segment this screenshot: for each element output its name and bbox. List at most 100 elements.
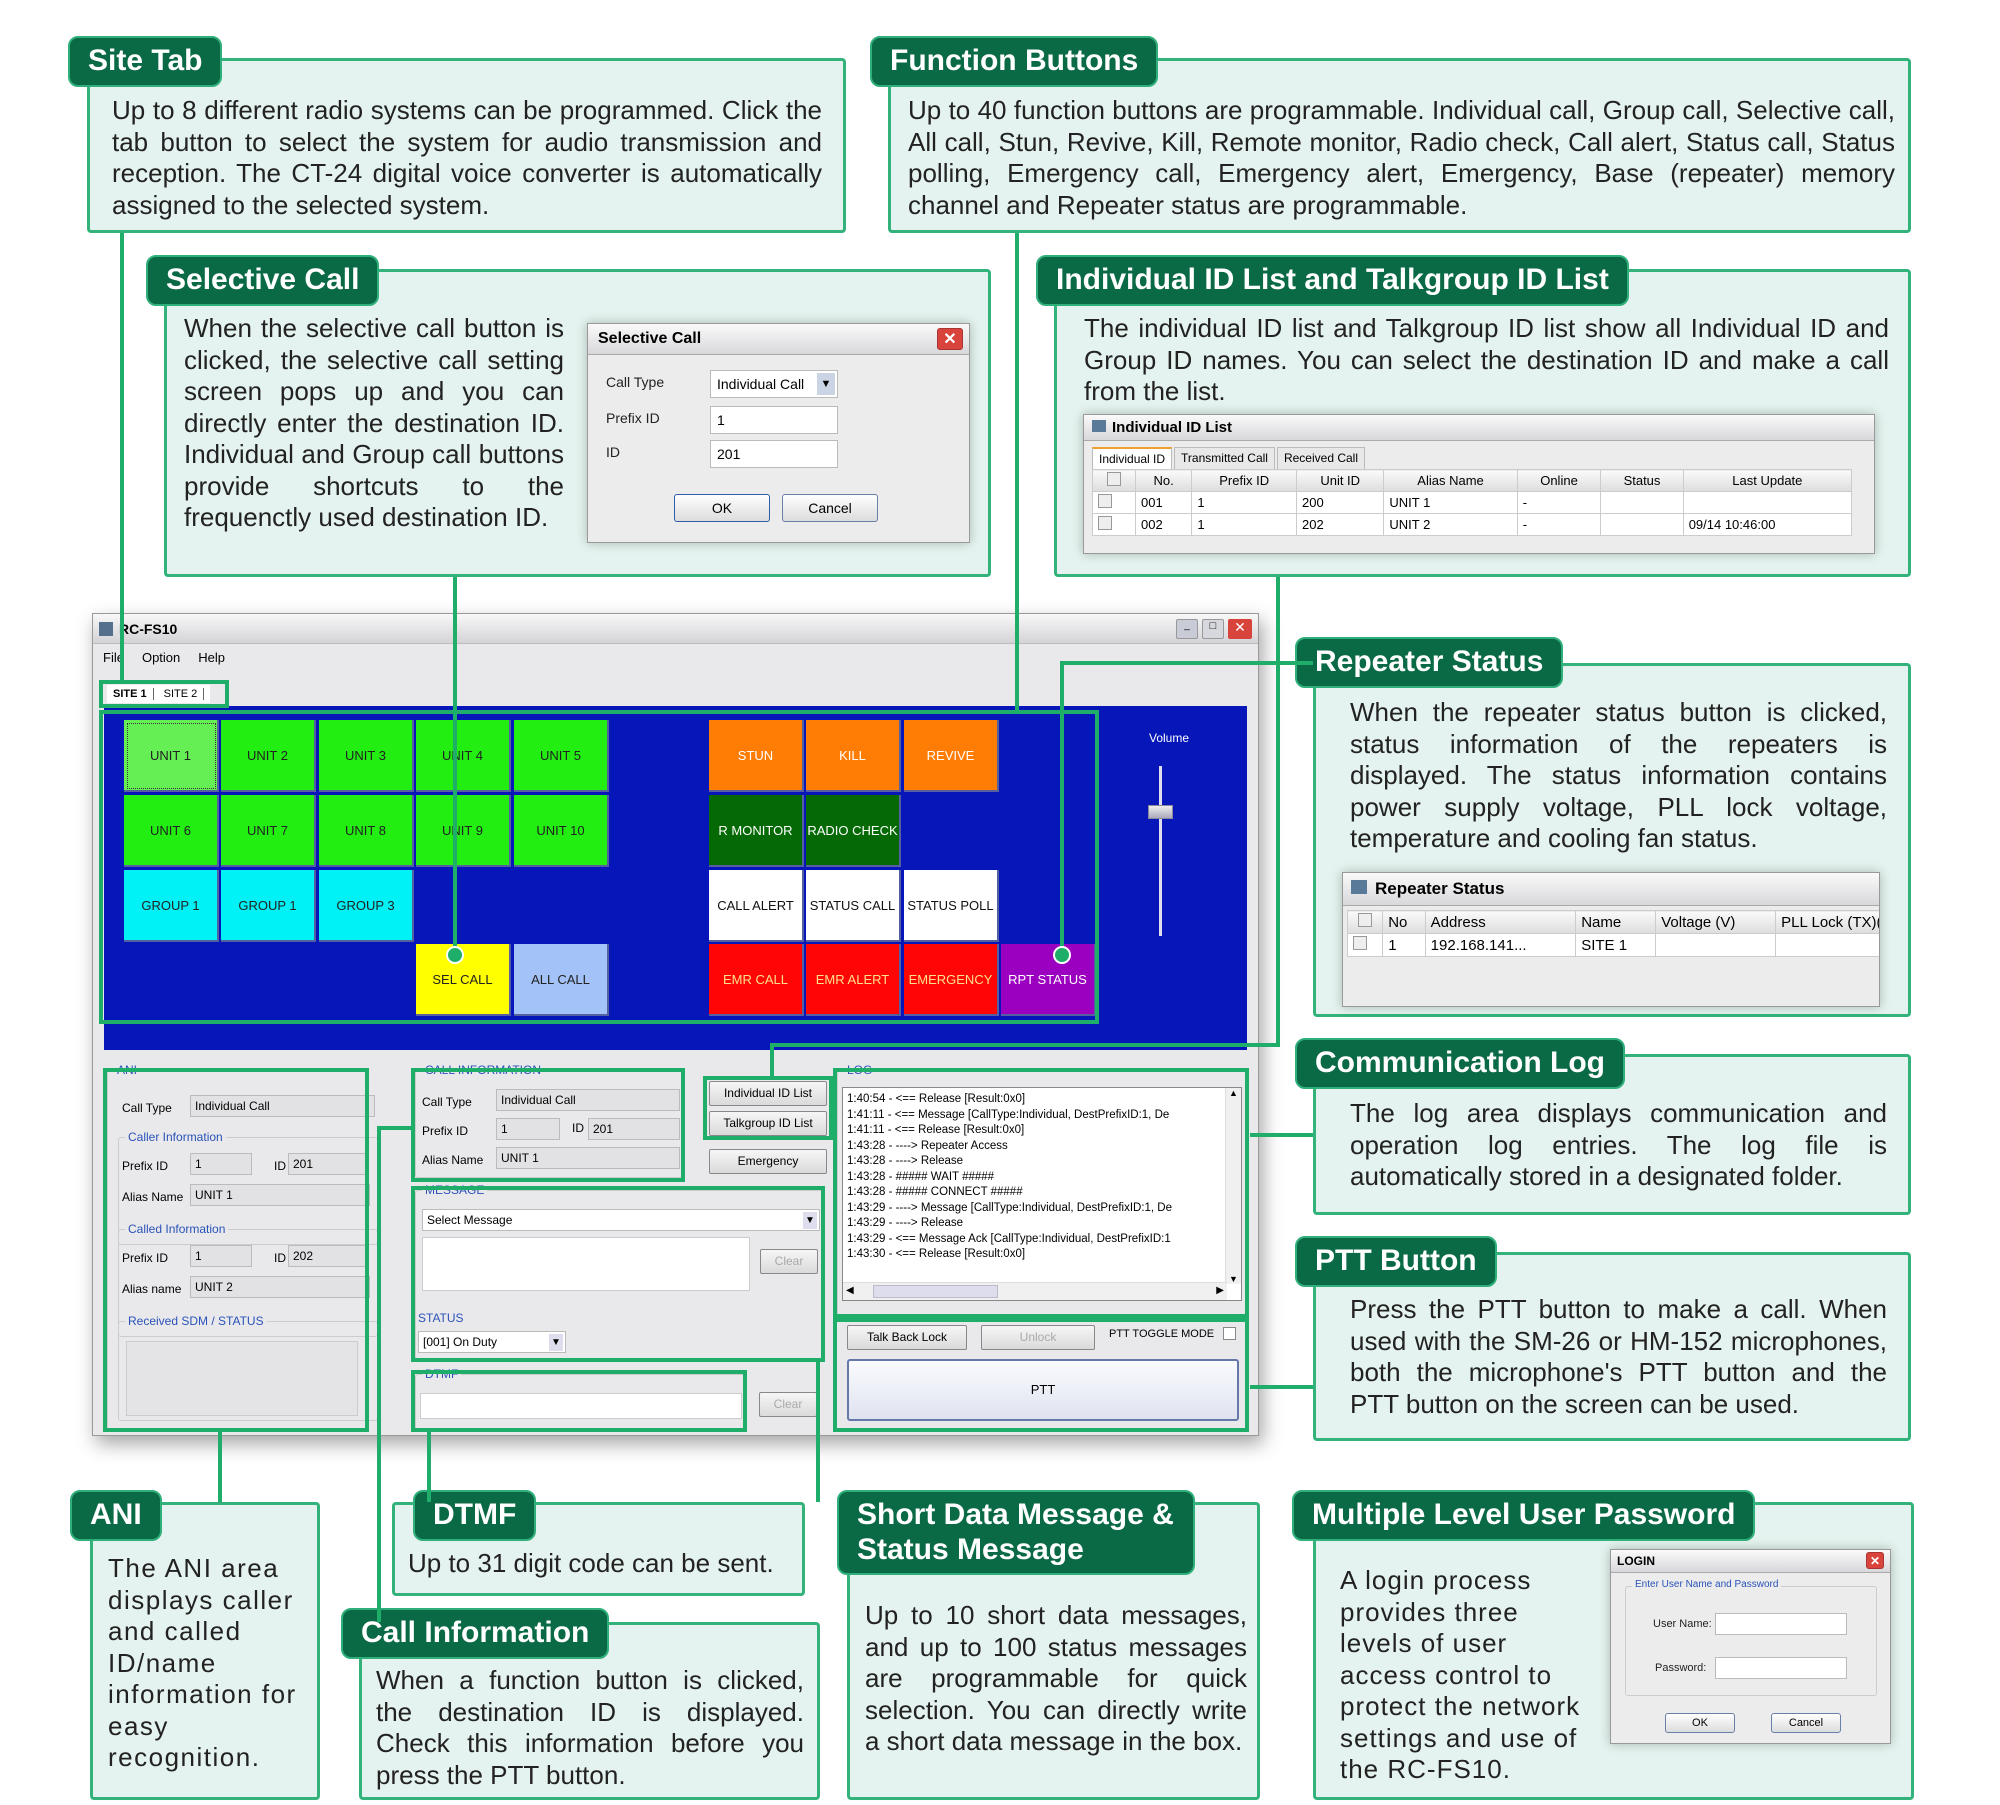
function-button-unit-5[interactable]: UNIT 5 [514,720,609,792]
column-header[interactable]: Prefix ID [1191,469,1298,492]
password-input[interactable] [1715,1657,1847,1679]
tab-site-1[interactable]: SITE 1 [113,688,154,700]
function-button-emr-alert[interactable]: EMR ALERT [806,944,901,1016]
maximize-button[interactable]: □ [1202,619,1224,639]
menu-item-option[interactable]: Option [141,650,181,665]
tab-individual-id[interactable]: Individual ID [1092,447,1173,469]
column-header[interactable]: Alias Name [1383,469,1518,492]
function-button-rpt-status[interactable]: RPT STATUS [1001,944,1096,1016]
close-icon[interactable]: ✕ [1866,1552,1884,1569]
ptt-toggle-mode-checkbox[interactable] [1223,1327,1236,1340]
prefix-id-input[interactable]: 1 [710,406,838,434]
column-header[interactable]: Address [1424,910,1577,934]
vertical-scrollbar[interactable]: ▲▼ [1225,1088,1241,1284]
function-button-unit-7[interactable]: UNIT 7 [221,795,316,867]
message-clear-button[interactable]: Clear [760,1249,818,1274]
tab-site-2[interactable]: SITE 2 [164,688,205,700]
function-button-all-call[interactable]: ALL CALL [514,944,609,1016]
column-header[interactable]: No [1382,910,1426,934]
column-header[interactable]: PLL Lock (TX)(V [1775,910,1879,934]
individual-id-list-button[interactable]: Individual ID List [709,1081,827,1106]
function-button-unit-9[interactable]: UNIT 9 [416,795,511,867]
horizontal-scroll-thumb[interactable] [873,1285,998,1298]
cancel-button[interactable]: Cancel [1771,1713,1841,1733]
function-button-stun[interactable]: STUN [709,720,804,792]
call-type-select[interactable]: Individual Call▼ [710,370,838,398]
status-select[interactable]: [001] On Duty▼ [418,1331,566,1353]
function-button-emergency[interactable]: EMERGENCY [904,944,999,1016]
menu-item-help[interactable]: Help [198,650,226,665]
column-header[interactable]: Status [1600,469,1684,492]
close-button[interactable]: ✕ [1228,619,1252,639]
function-button-radio-check[interactable]: RADIO CHECK [806,795,901,867]
row-checkbox[interactable] [1091,491,1137,514]
call-type-label: Call Type [606,374,665,390]
log-group: LOG 1:40:54 - <== Release [Result:0x0]1:… [837,1063,1247,1316]
function-button-kill[interactable]: KILL [806,720,901,792]
id-input[interactable]: 201 [710,440,838,468]
close-icon[interactable]: ✕ [937,328,963,350]
function-button-r-monitor[interactable]: R MONITOR [709,795,804,867]
cancel-button[interactable]: Cancel [782,494,878,522]
ok-button[interactable]: OK [1665,1713,1735,1733]
minimize-button[interactable]: _ [1176,619,1198,639]
user-name-label: User Name: [1653,1618,1712,1630]
function-button-unit-2[interactable]: UNIT 2 [221,720,316,792]
tab-received-call[interactable]: Received Call [1276,447,1366,469]
column-header[interactable]: Unit ID [1296,469,1385,492]
function-button-group-1[interactable]: GROUP 1 [124,870,219,942]
scroll-right-icon[interactable]: ▶ [1216,1285,1224,1296]
unlock-button[interactable]: Unlock [981,1325,1095,1350]
function-button-status-call[interactable]: STATUS CALL [806,870,901,942]
emergency-button[interactable]: Emergency [709,1149,827,1174]
function-button-revive[interactable]: REVIVE [904,720,999,792]
function-button-group-3[interactable]: GROUP 3 [319,870,414,942]
scroll-down-icon[interactable]: ▼ [1229,1274,1238,1284]
function-button-unit-8[interactable]: UNIT 8 [319,795,414,867]
dtmf-clear-button[interactable]: Clear [759,1392,817,1417]
message-select[interactable]: Select Message▼ [422,1209,820,1231]
ok-button[interactable]: OK [674,494,770,522]
horizontal-scrollbar[interactable]: ◀▶ [843,1282,1227,1300]
log-area[interactable]: 1:40:54 - <== Release [Result:0x0]1:41:1… [842,1087,1242,1301]
log-entry: 1:43:29 - ----> Message [CallType:Indivi… [847,1201,1173,1214]
function-button-emr-call[interactable]: EMR CALL [709,944,804,1016]
function-button-unit-1[interactable]: UNIT 1 [124,720,219,792]
call-information-heading: Call Information [341,1608,610,1659]
function-button-group-1[interactable]: GROUP 1 [221,870,316,942]
user-name-input[interactable] [1715,1613,1847,1635]
log-entry: 1:41:11 - <== Message [CallType:Individu… [847,1108,1170,1121]
scroll-up-icon[interactable]: ▲ [1229,1088,1238,1098]
column-header[interactable]: No. [1135,469,1193,492]
column-header[interactable]: Online [1516,469,1602,492]
scroll-left-icon[interactable]: ◀ [846,1285,854,1296]
function-button-status-poll[interactable]: STATUS POLL [904,870,999,942]
ptt-button[interactable]: PTT [847,1359,1239,1421]
select-all-checkbox[interactable] [1346,910,1384,934]
tab-transmitted-call[interactable]: Transmitted Call [1174,447,1275,469]
id-list-heading: Individual ID List and Talkgroup ID List [1036,255,1629,306]
volume-slider-thumb[interactable] [1148,805,1173,819]
select-all-checkbox[interactable] [1091,469,1137,492]
function-button-sel-call[interactable]: SEL CALL [416,944,511,1016]
talkgroup-id-list-button[interactable]: Talkgroup ID List [709,1111,827,1136]
talk-back-lock-button[interactable]: Talk Back Lock [847,1325,967,1350]
row-checkbox[interactable] [1346,933,1384,957]
menu-item-file[interactable]: File [103,650,124,665]
row-checkbox[interactable] [1091,513,1137,536]
column-header[interactable]: Name [1575,910,1657,934]
column-header[interactable]: Voltage (V) [1655,910,1777,934]
dtmf-input[interactable] [420,1393,742,1419]
column-header[interactable]: Last Update [1682,469,1853,492]
function-button-unit-10[interactable]: UNIT 10 [514,795,609,867]
message-textarea[interactable] [422,1237,750,1291]
function-button-unit-4[interactable]: UNIT 4 [416,720,511,792]
function-button-unit-3[interactable]: UNIT 3 [319,720,414,792]
volume-slider[interactable] [1148,766,1173,936]
function-button-unit-6[interactable]: UNIT 6 [124,795,219,867]
function-button-call-alert[interactable]: CALL ALERT [709,870,804,942]
